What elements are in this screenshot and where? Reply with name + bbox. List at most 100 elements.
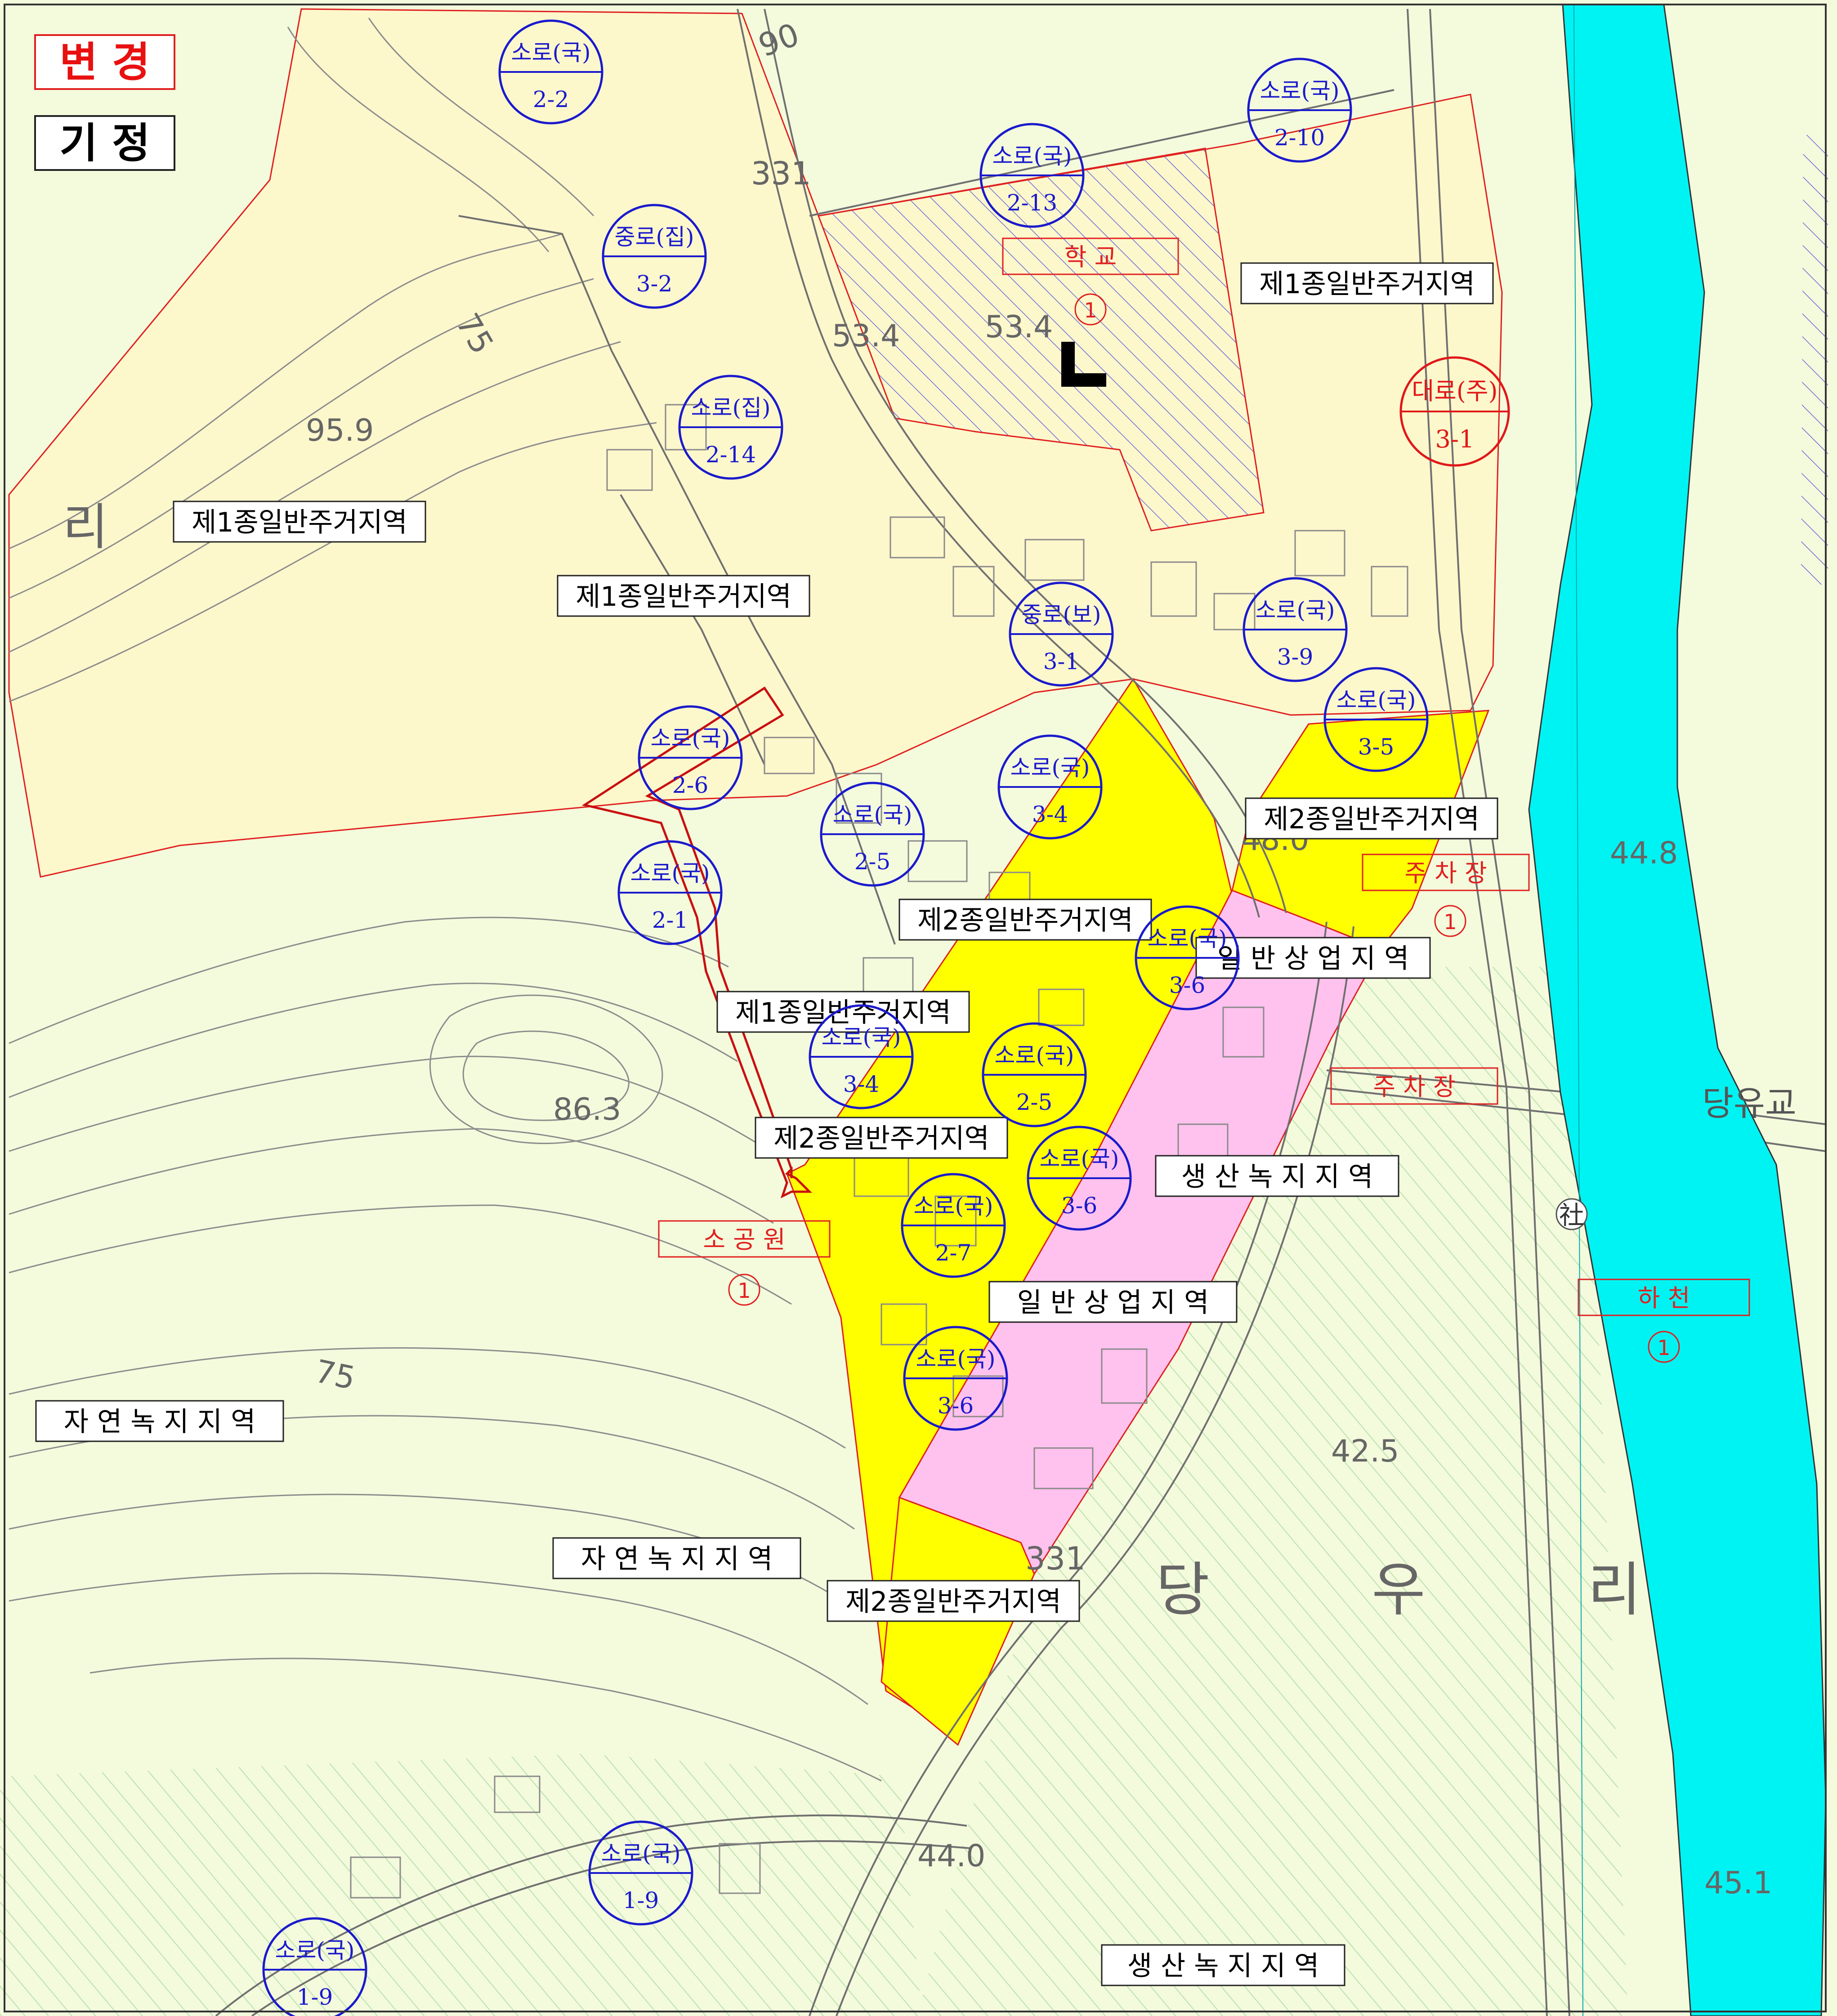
route-badge: 소로(국) 3-6 — [903, 1326, 1008, 1431]
facility-number: 1 — [1084, 298, 1097, 322]
facility-labels: 학 교 1 주 차 장 1 주 차 장 소 공 원 1 하 천 1 — [658, 237, 1750, 1363]
zone-labels: 제1종일반주거지역 제1종일반주거지역 제1종일반주거지역 제2종일반주거지역 … — [35, 262, 1498, 1986]
route-badge: 소로(국)1-9 — [588, 1820, 693, 1926]
elevation-label: 44.0 — [917, 1838, 985, 1874]
shrine-label: 社 — [1559, 1201, 1584, 1230]
route-badge-type: 소로(국) — [275, 1937, 354, 1963]
zone-label: 일 반 상 업 지 역 — [1017, 1287, 1209, 1319]
new-road-outline — [581, 686, 813, 1198]
zone-label: 자 연 녹 지 지 역 — [581, 1543, 773, 1575]
production-green-zone-hatch-sw — [0, 1754, 922, 2016]
route-badge-number: 2-5 — [854, 849, 891, 875]
zone-label: 제1종일반주거지역 — [1259, 268, 1475, 300]
contour-label: 75 — [312, 1353, 358, 1397]
zone-label: 제1종일반주거지역 — [576, 581, 791, 612]
route-badge: 소로(국)3-4 — [997, 734, 1103, 840]
route-badge-type: 소로(국) — [821, 1024, 901, 1050]
route-badge-type: 소로(국) — [511, 40, 590, 66]
elevation-labels: 95.9 53.4 53.4 86.3 44.8 42.5 44.0 45.1 … — [306, 309, 1772, 1901]
route-badge-number: 3-4 — [843, 1071, 880, 1097]
east-hatched-strip — [1801, 135, 1828, 585]
facility-number: 1 — [737, 1278, 751, 1303]
facility-label: 하 천 — [1638, 1284, 1690, 1312]
route-badge-number: 2-6 — [672, 772, 709, 798]
zone-label: 생 산 녹 지 지 역 — [1181, 1161, 1373, 1193]
major-road-badge-type: 대로(주) — [1412, 377, 1497, 405]
school-symbol-icon — [1061, 342, 1106, 387]
route-badge-number: 2-1 — [652, 907, 688, 933]
route-badge-type: 소로(국) — [1255, 597, 1335, 623]
legend-change-label: 변 경 — [59, 38, 150, 86]
route-badge-type: 소로(국) — [630, 860, 710, 886]
legend-existing-label: 기 정 — [59, 119, 150, 167]
elevation-label: 42.5 — [1331, 1434, 1399, 1469]
river-center-line — [1573, 4, 1583, 2016]
route-badge-number: 3-4 — [1032, 801, 1068, 827]
zone-label: 제1종일반주거지역 — [735, 997, 951, 1028]
zone-label: 일 반 상 업 지 역 — [1217, 943, 1409, 974]
map-frame — [4, 4, 1827, 2012]
legend-existing-box — [34, 115, 175, 171]
zone-label: 생 산 녹 지 지 역 — [1127, 1950, 1319, 1982]
route-badge-number: 2-14 — [706, 442, 756, 468]
place-name-dangu-1: 당 — [1156, 1556, 1210, 1624]
commercial-zone — [898, 890, 1382, 1576]
route-badges: 소로(국)2-2중로(집)3-2소로(국)2-13소로(국)2-10소로(집)2… — [262, 19, 1429, 2016]
river — [1528, 4, 1827, 2016]
route-badge-type: 소로(국) — [1039, 1146, 1119, 1172]
road-number-label: 331 — [751, 155, 811, 192]
zone-label: 제2종일반주거지역 — [773, 1123, 989, 1154]
route-badge: 소로(국)3-9 — [1243, 577, 1348, 682]
place-name-dangu-3: 리 — [1587, 1556, 1641, 1624]
route-badge: 소로(국) 3-4 — [809, 1004, 914, 1109]
route-badge-type: 소로(국) — [994, 1042, 1074, 1068]
route-badge: 소로(국) 2-7 — [901, 1173, 1006, 1278]
facility-label: 주 차 장 — [1373, 1073, 1455, 1101]
route-badge-type: 소로(국) — [650, 725, 730, 751]
route-badge-number: 3-6 — [938, 1393, 974, 1419]
facility-label: 주 차 장 — [1404, 859, 1487, 887]
elevation-label: 44.8 — [1610, 836, 1678, 871]
zone-label: 제2종일반주거지역 — [917, 905, 1133, 936]
route-badge-type: 중로(보) — [1021, 602, 1101, 628]
route-badge-type: 소로(국) — [916, 1346, 995, 1372]
route-badge: 중로(보) 3-1 — [1009, 581, 1114, 687]
zone-label: 제1종일반주거지역 — [192, 507, 407, 538]
route-badge-number: 2-5 — [1016, 1089, 1053, 1115]
route-badge-type: 소로(국) — [992, 143, 1072, 169]
route-badge-type: 소로(국) — [913, 1193, 993, 1219]
route-badge: 소로(국)1-9 — [262, 1917, 367, 2016]
route-badge: 소로(국) 3-6 — [1135, 905, 1240, 1010]
place-name-ri-west: 리 — [63, 498, 108, 556]
legend: 변 경 기 정 — [34, 34, 175, 171]
zone-label: 제2종일반주거지역 — [1264, 804, 1479, 835]
school-hatched-area — [817, 148, 1265, 532]
elevation-label: 95.9 — [306, 413, 374, 448]
facility-number: 1 — [1444, 910, 1457, 934]
route-badge-number: 3-5 — [1358, 734, 1395, 760]
route-badge: 소로(국) 2-5 — [982, 1022, 1087, 1127]
route-badge: 소로(국)2-10 — [1247, 58, 1352, 163]
major-road-badge-number: 3-1 — [1435, 425, 1475, 453]
production-green-zone-hatch — [917, 967, 1628, 2016]
route-badge-type: 소로(국) — [601, 1841, 680, 1867]
route-badge: 소로(국)2-13 — [979, 123, 1085, 228]
facility-number: 1 — [1657, 1336, 1670, 1360]
route-badge-number: 2-7 — [935, 1240, 972, 1266]
contour-lines — [9, 18, 882, 1782]
route-badge-number: 3-1 — [1043, 648, 1080, 675]
route-badge-type: 소로(국) — [1147, 925, 1227, 952]
route-badge: 소로(국)2-5 — [820, 782, 925, 887]
route-badge-number: 3-2 — [636, 271, 673, 297]
route-badge: 소로(국) 2-6 — [638, 705, 743, 810]
facility-label: 학 교 — [1064, 243, 1117, 271]
route-badge-number: 3-6 — [1169, 972, 1206, 998]
elevation-label: 86.3 — [553, 1092, 621, 1127]
route-badge: 소로(국)3-6 — [1027, 1126, 1132, 1231]
zone-label: 제2종일반주거지역 — [845, 1586, 1061, 1618]
shrine-symbol-icon — [1555, 1198, 1588, 1230]
major-road-badge: 대로(주) 3-1 — [1399, 356, 1510, 467]
route-badge-type: 중로(집) — [614, 224, 694, 250]
route-badge-number: 2-2 — [533, 86, 569, 112]
